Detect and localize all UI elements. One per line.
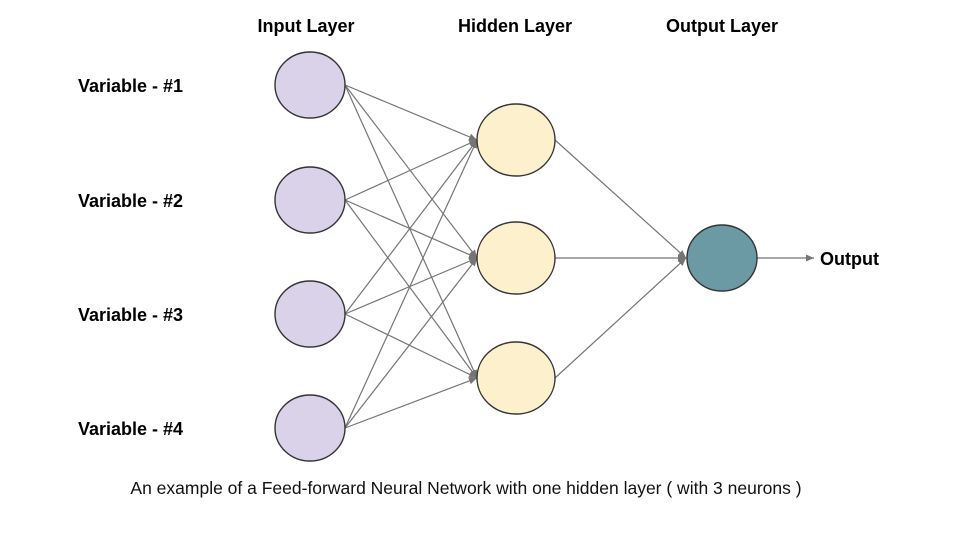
output-layer-title: Output Layer bbox=[666, 16, 778, 36]
edge-i4-h3 bbox=[344, 377, 478, 429]
edge-i2-h1 bbox=[344, 139, 478, 201]
input-layer-nodes bbox=[274, 51, 346, 462]
input-node-2 bbox=[274, 166, 346, 234]
diagram-caption: An example of a Feed-forward Neural Netw… bbox=[130, 478, 801, 498]
edge-h1-o1 bbox=[554, 139, 687, 259]
variable-label-3: Variable - #3 bbox=[78, 305, 183, 325]
output-node-1 bbox=[686, 224, 758, 292]
edge-i3-h2 bbox=[344, 257, 478, 315]
edge-i4-h1 bbox=[344, 139, 478, 429]
hidden-layer-nodes bbox=[476, 103, 556, 415]
input-layer-title: Input Layer bbox=[257, 16, 354, 36]
edge-i3-h1 bbox=[344, 139, 478, 315]
input-node-4 bbox=[274, 394, 346, 462]
edge-h3-o1 bbox=[554, 257, 687, 379]
edge-i2-h3 bbox=[344, 199, 478, 379]
edges-input-to-hidden bbox=[344, 84, 478, 429]
edge-i1-h2 bbox=[344, 84, 478, 259]
edge-i1-h3 bbox=[344, 84, 478, 379]
hidden-node-2 bbox=[476, 221, 556, 295]
variable-label-4: Variable - #4 bbox=[78, 419, 183, 439]
variable-label-1: Variable - #1 bbox=[78, 76, 183, 96]
edge-i2-h2 bbox=[344, 199, 478, 259]
output-label: Output bbox=[820, 249, 879, 269]
hidden-layer-title: Hidden Layer bbox=[458, 16, 572, 36]
edge-i1-h1 bbox=[344, 84, 478, 141]
variable-label-2: Variable - #2 bbox=[78, 191, 183, 211]
hidden-node-1 bbox=[476, 103, 556, 177]
edge-i4-h2 bbox=[344, 257, 478, 429]
hidden-node-3 bbox=[476, 341, 556, 415]
input-node-3 bbox=[274, 280, 346, 348]
edges-hidden-to-output bbox=[554, 139, 687, 379]
input-node-1 bbox=[274, 51, 346, 119]
edge-i3-h3 bbox=[344, 313, 478, 379]
